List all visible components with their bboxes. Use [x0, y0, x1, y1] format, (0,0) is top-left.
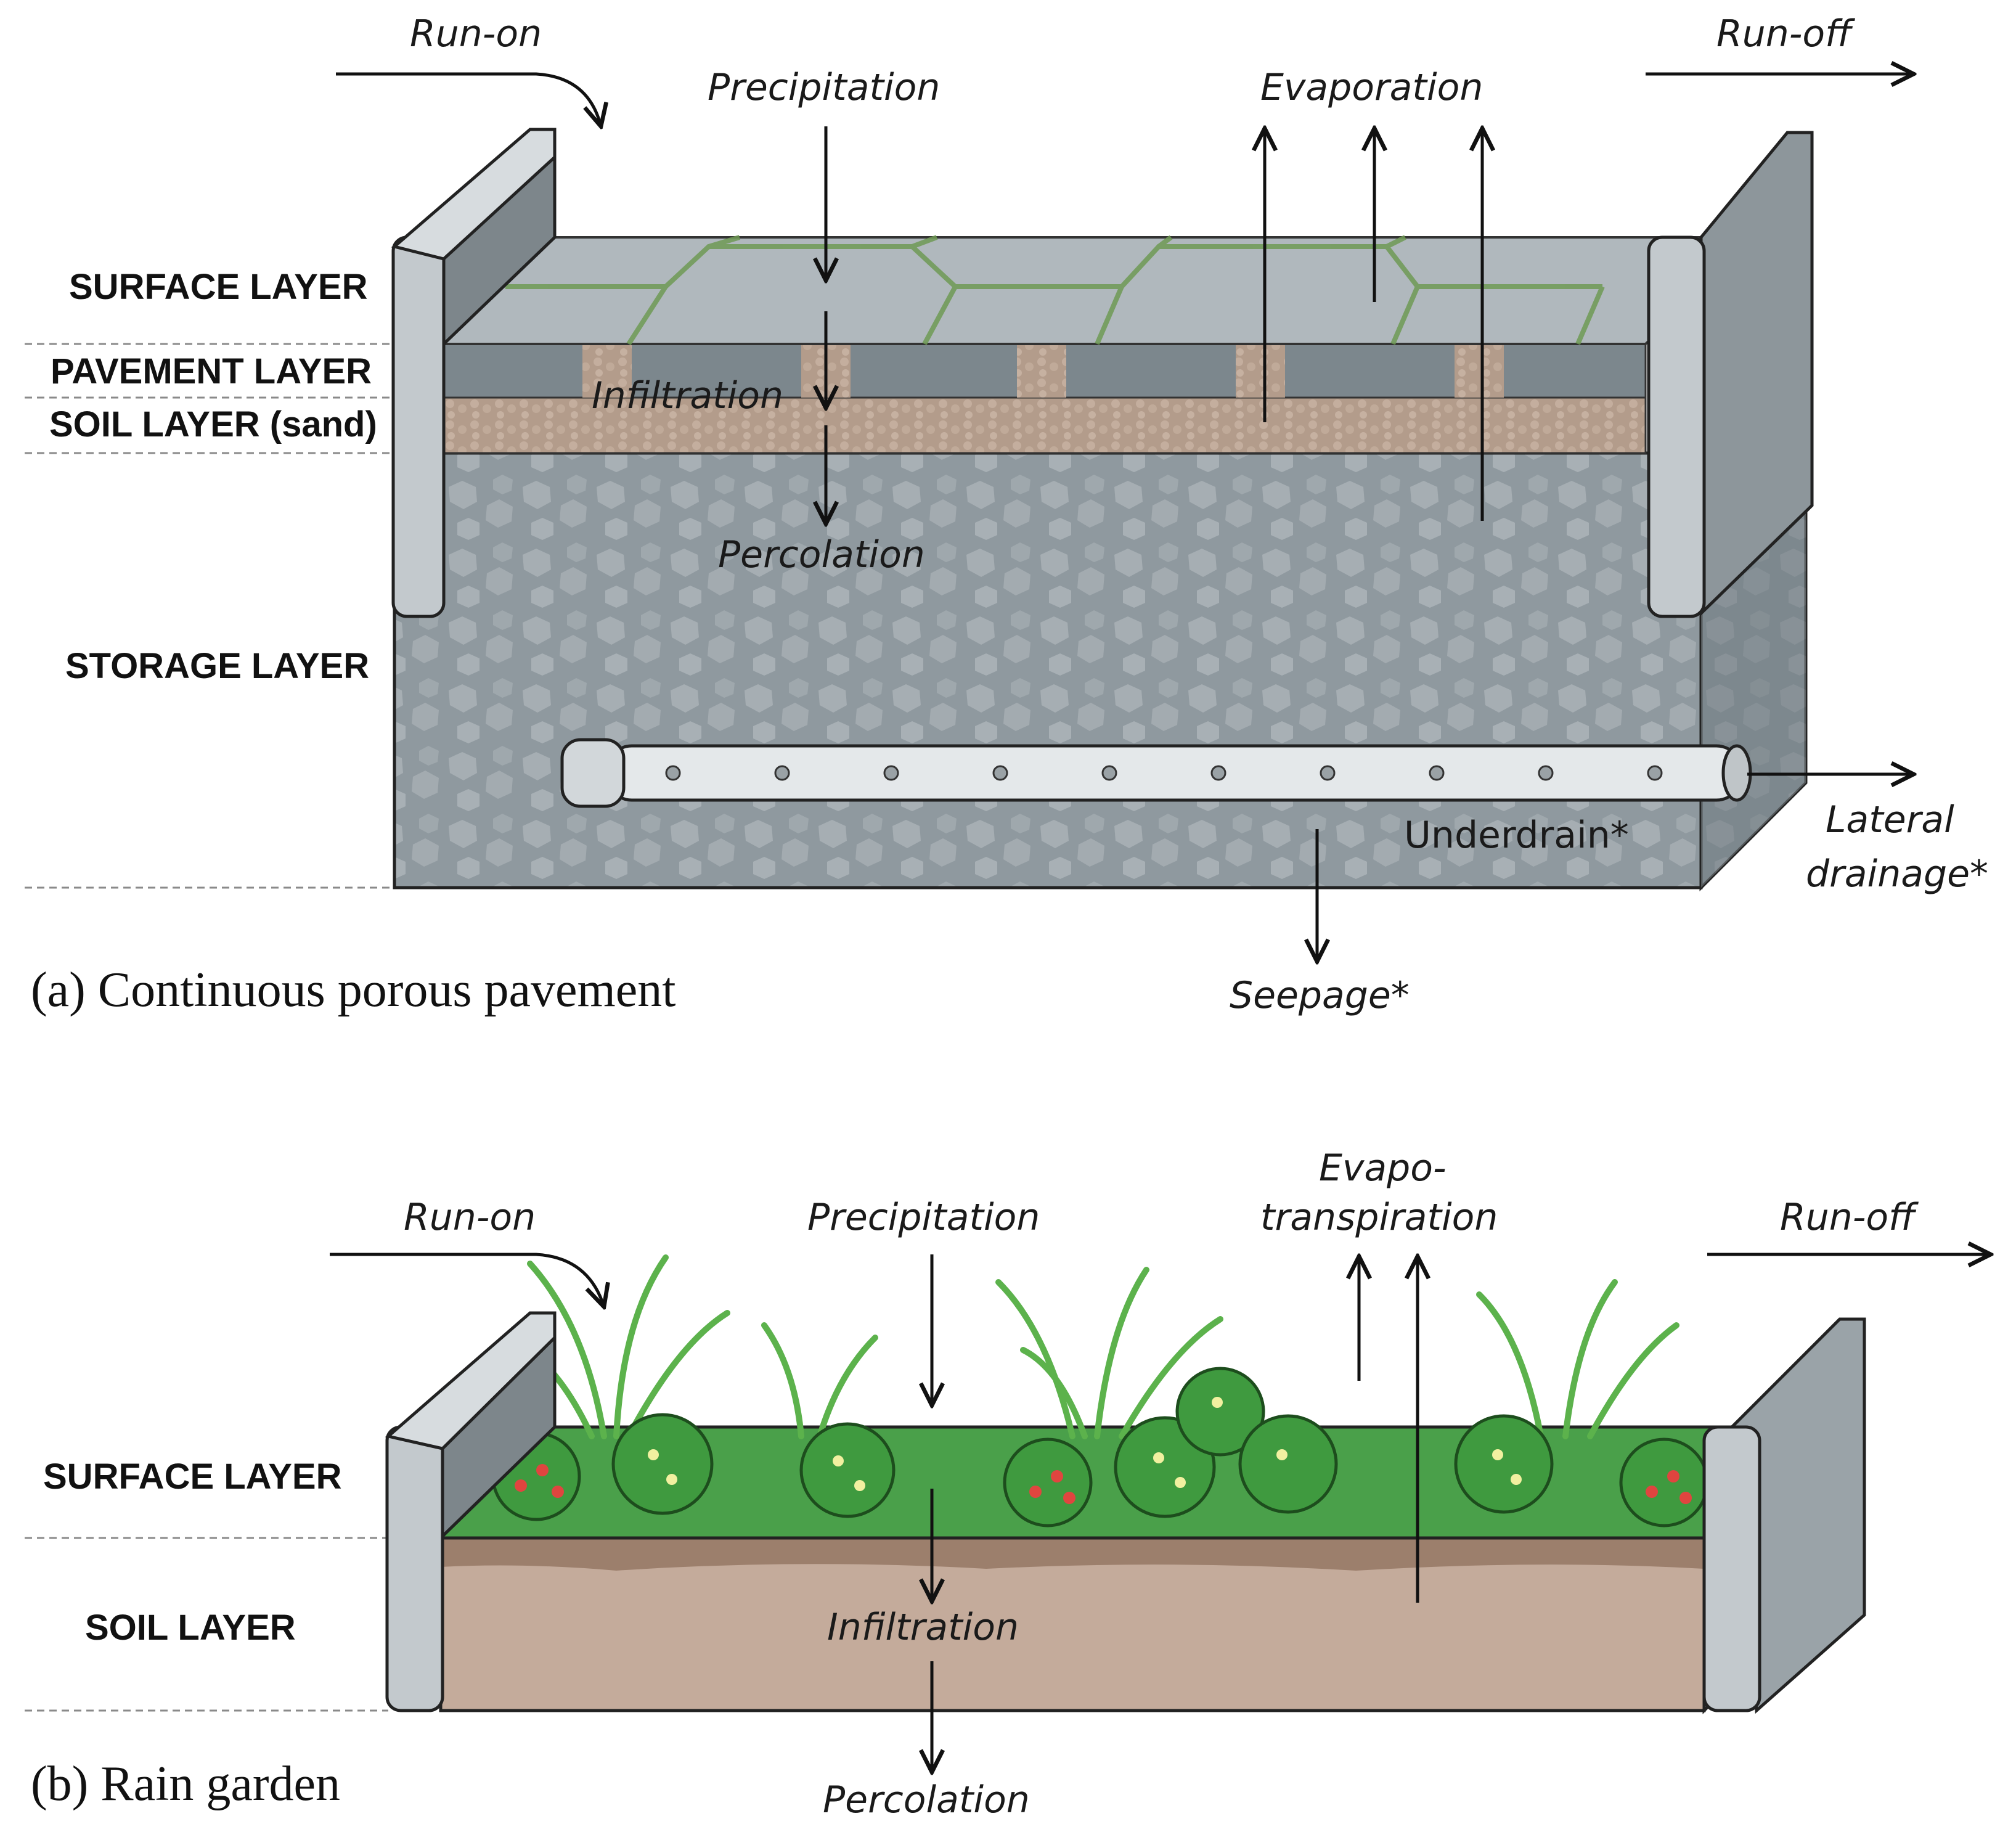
infiltration-label-b: Infiltration [827, 1606, 1019, 1649]
panel-a-caption: (a) Continuous porous pavement [31, 963, 675, 1017]
lateral-drainage-label-2: drainage* [1806, 853, 1988, 896]
right-curb-b [1702, 1425, 1761, 1712]
storage-layer-block [393, 451, 1703, 889]
percolation-label-b: Percolation [823, 1778, 1030, 1822]
precipitation-label-b: Precipitation [807, 1196, 1040, 1239]
soil-layer-label-b: SOIL LAYER [85, 1608, 296, 1648]
surface-layer-label: SURFACE LAYER [69, 267, 368, 307]
run-on-arrow [336, 72, 601, 126]
panel-b-rain-garden: Run-on Run-off Precipitation Evapo- tran… [25, 1147, 1991, 1822]
soil-layer-label: SOIL LAYER (sand) [49, 404, 377, 444]
soil-layer-sand [443, 396, 1647, 454]
shrub-flowers [648, 1397, 1522, 1491]
surface-layer-label-b: SURFACE LAYER [43, 1457, 342, 1497]
run-off-label-b: Run-off [1780, 1196, 1919, 1239]
lateral-drainage-label-1: Lateral [1826, 798, 1954, 841]
evaporation-label: Evaporation [1260, 66, 1483, 109]
seepage-label: Seepage* [1230, 974, 1410, 1017]
left-curb [391, 235, 446, 618]
infiltration-label: Infiltration [592, 374, 783, 417]
left-curb-b [385, 1425, 444, 1712]
panel-a-porous-pavement: Run-on Run-off Precipitation Evaporation… [25, 12, 1988, 1017]
panel-b-caption: (b) Rain garden [31, 1757, 340, 1811]
right-curb [1647, 235, 1706, 618]
underdrain-holes [665, 765, 1663, 781]
pavement-layer-label: PAVEMENT LAYER [51, 351, 372, 391]
run-on-label: Run-on [410, 12, 542, 55]
grass-tufts [502, 1254, 1679, 1439]
paver-pattern [505, 235, 1605, 346]
evapotranspiration-label-2: transpiration [1260, 1196, 1498, 1239]
underdrain-label: Underdrain* [1404, 814, 1629, 857]
shrub-berries [515, 1464, 1692, 1504]
shrubs [491, 1367, 1709, 1527]
evapotranspiration-label-1: Evapo- [1319, 1147, 1447, 1190]
run-on-label-b: Run-on [404, 1196, 536, 1239]
run-off-label: Run-off [1716, 12, 1855, 55]
precipitation-label: Precipitation [708, 66, 940, 109]
percolation-label: Percolation [718, 533, 925, 576]
underdrain-cap [560, 738, 626, 808]
storage-layer-label: STORAGE LAYER [65, 646, 369, 686]
run-on-arrow-b [330, 1253, 604, 1307]
